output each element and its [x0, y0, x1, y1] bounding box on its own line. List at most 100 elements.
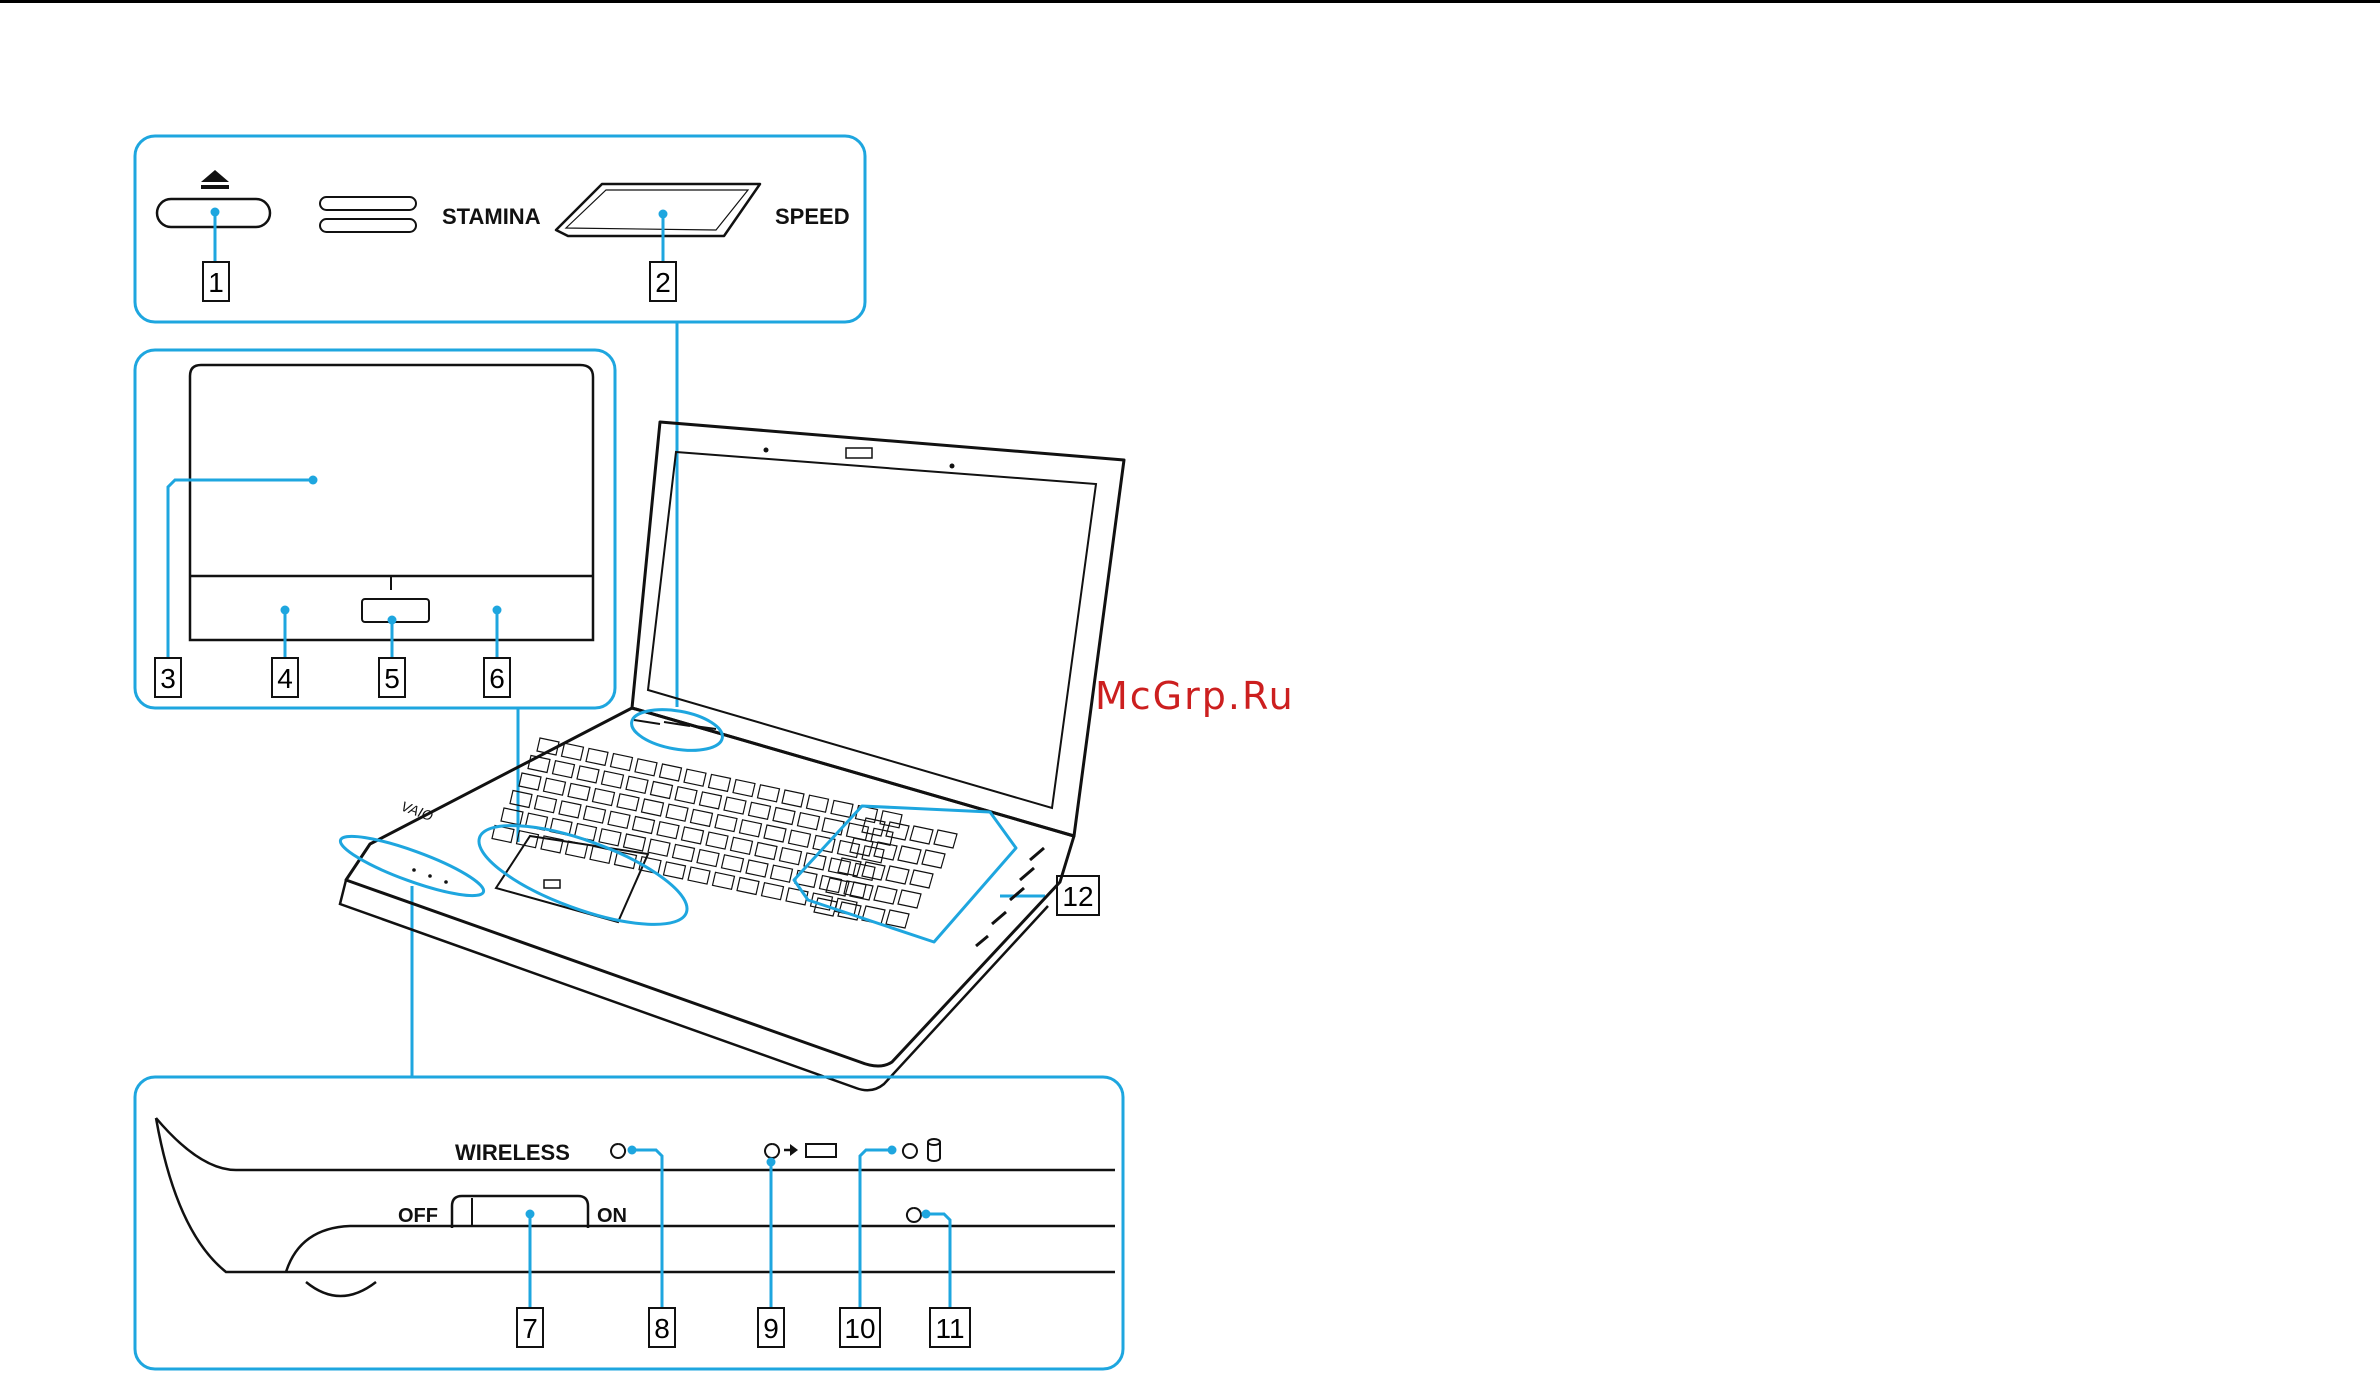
keyboard-key: [624, 834, 646, 851]
keyboard-key: [593, 789, 615, 806]
keyboard-key: [691, 809, 713, 826]
keyboard-key: [535, 796, 557, 813]
keyboard-key: [642, 799, 664, 816]
keyboard-key: [880, 811, 902, 828]
numpad-key: [934, 830, 957, 848]
laptop-illustration: VAIO: [340, 422, 1124, 1090]
keyboard-key: [553, 761, 575, 778]
callout-8: 8: [649, 1308, 675, 1347]
keyboard-key: [746, 860, 768, 877]
numpad-highlight: [794, 806, 1016, 942]
keyboard-key: [688, 867, 710, 884]
keyboard-key: [682, 827, 704, 844]
charge-indicator-icon: [784, 1144, 836, 1157]
front-indicators: [412, 868, 448, 884]
keyboard-key: [700, 792, 722, 809]
keyboard-key: [758, 785, 780, 802]
numpad-key: [898, 890, 921, 908]
keyboard-key: [602, 771, 624, 788]
keyboard-key: [713, 872, 735, 889]
keyboard-key: [528, 756, 550, 773]
numpad-key: [910, 870, 933, 888]
laptop-screen: [648, 452, 1096, 808]
keyboard-key: [544, 778, 566, 795]
keyboard-key: [722, 855, 744, 872]
callout-1: 1: [203, 262, 229, 301]
keyboard-key: [715, 815, 737, 832]
keyboard-key: [635, 759, 657, 776]
keyboard-key: [709, 774, 731, 791]
keyboard-key: [648, 839, 670, 856]
keyboard-key: [684, 769, 706, 786]
svg-text:2: 2: [655, 267, 671, 298]
keyboard-key: [807, 795, 829, 812]
keyboard-key: [822, 818, 844, 835]
callout-6: 6: [484, 658, 510, 697]
keyboard-key: [737, 878, 759, 895]
keyboard-key: [608, 811, 630, 828]
on-label: ON: [597, 1205, 627, 1227]
laptop-touchpad: [496, 836, 648, 922]
keyboard-key: [780, 848, 802, 865]
keyboard-key: [666, 804, 688, 821]
keyboard-key: [660, 764, 682, 781]
watermark: McGrp.Ru: [1095, 674, 1295, 718]
performance-switch: [556, 184, 760, 236]
keyboard-key: [664, 862, 686, 879]
svg-text:9: 9: [763, 1313, 779, 1344]
callout-11: 11: [930, 1308, 970, 1347]
numpad-key: [862, 862, 885, 880]
keyboard-key: [838, 841, 860, 858]
keyboard-key: [831, 800, 853, 817]
top-rule: [0, 0, 2380, 3]
keyboard-key: [755, 843, 777, 860]
keyboard-key: [559, 801, 581, 818]
svg-text:5: 5: [384, 663, 400, 694]
keyboard-key: [862, 846, 884, 863]
callout-9: 9: [758, 1308, 784, 1347]
callout-7: 7: [517, 1308, 543, 1347]
keyboard-key: [633, 817, 655, 834]
keyboard-key: [733, 780, 755, 797]
callout-5: 5: [379, 658, 405, 697]
eject-icon: [201, 170, 229, 189]
keyboard-key: [789, 830, 811, 847]
svg-text:10: 10: [844, 1313, 875, 1344]
keyboard-key: [798, 813, 820, 830]
keyboard-key: [599, 829, 621, 846]
svg-text:6: 6: [489, 663, 505, 694]
keyboard-key: [651, 782, 673, 799]
keyboard-key: [782, 790, 804, 807]
bottom-panel: WIRELESS OFF ON: [135, 1077, 1123, 1369]
callout-4: 4: [272, 658, 298, 697]
numpad-key: [910, 826, 933, 844]
numpad-key: [898, 846, 921, 864]
keyboard-key: [706, 832, 728, 849]
keyboard-key: [847, 823, 869, 840]
keyboard-key: [562, 743, 584, 760]
keyboard-key: [626, 776, 648, 793]
numpad-key: [886, 910, 909, 928]
svg-text:11: 11: [935, 1313, 964, 1344]
keyboard-key: [611, 754, 633, 771]
numpad-key: [922, 850, 945, 868]
keyboard-key: [673, 844, 695, 861]
off-label: OFF: [398, 1205, 438, 1227]
keyboard-key: [731, 837, 753, 854]
callout-2: 2: [650, 262, 676, 301]
svg-text:1: 1: [208, 267, 224, 298]
keyboard-key: [501, 808, 523, 825]
numpad-key: [886, 866, 909, 884]
svg-text:4: 4: [277, 663, 293, 694]
keyboard-key: [657, 822, 679, 839]
keyboard-key: [617, 794, 639, 811]
stamina-label: STAMINA: [442, 204, 541, 229]
keyboard-key: [586, 748, 608, 765]
keyboard-key: [510, 791, 532, 808]
laptop-base: [346, 708, 1074, 1066]
callout-12: 12: [1057, 876, 1099, 915]
svg-text:12: 12: [1062, 881, 1093, 912]
keyboard-key: [568, 783, 590, 800]
keyboard-key: [577, 766, 599, 783]
wireless-label: WIRELESS: [455, 1140, 570, 1165]
